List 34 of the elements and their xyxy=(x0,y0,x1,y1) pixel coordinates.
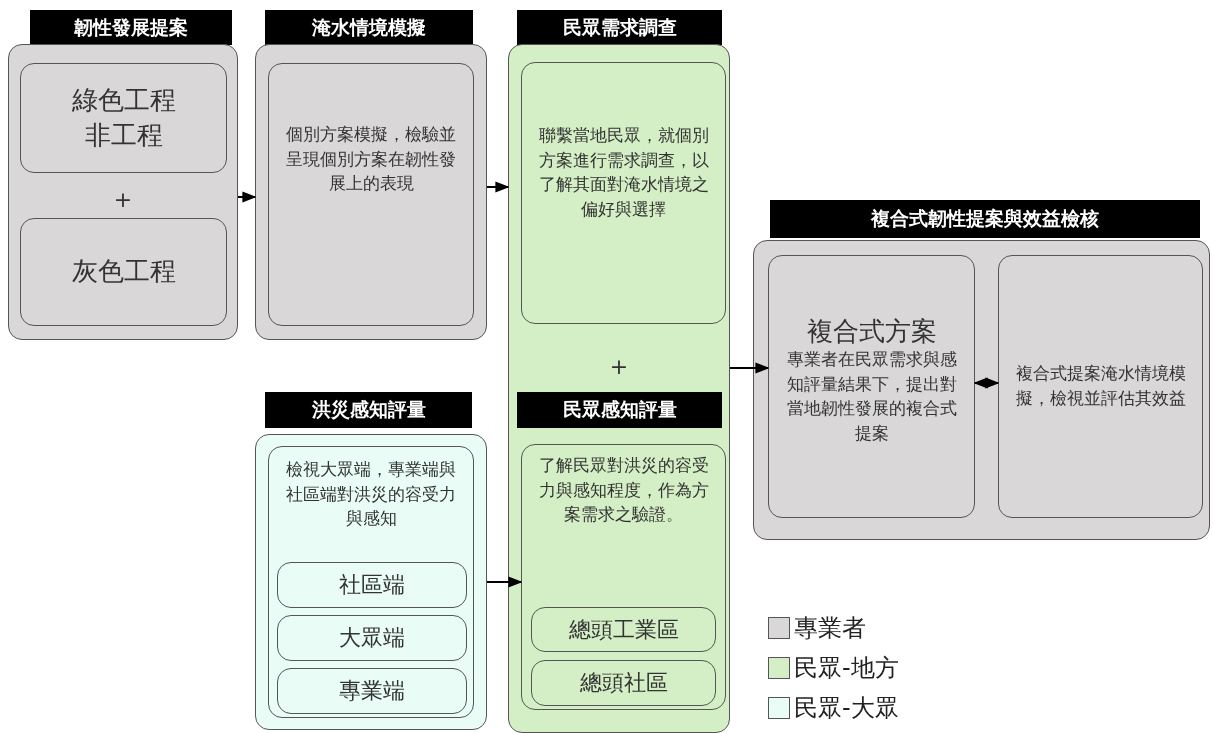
arrow xyxy=(486,181,510,193)
legend-label: 民眾-地方 xyxy=(794,653,899,684)
content-box: 複合式提案淹水情境模擬，檢視並評估其效益 xyxy=(998,255,1203,518)
section-header: 洪災感知評量 xyxy=(265,392,472,428)
box-label: 灰色工程 xyxy=(71,255,176,289)
box-label: 綠色工程 xyxy=(71,83,176,117)
box-label: 非工程 xyxy=(84,119,163,152)
box-title: 複合式方案 xyxy=(806,316,937,348)
section-header: 民眾感知評量 xyxy=(517,392,722,428)
content-box xyxy=(20,63,227,173)
content-box: 檢視大眾端，專業端與社區端對洪災的容受力與感知 社區端 大眾端 專業端 xyxy=(268,446,474,718)
legend-label: 民眾-大眾 xyxy=(794,693,899,724)
section-header: 民眾需求調查 xyxy=(517,10,722,45)
section-header: 複合式韌性提案與效益檢核 xyxy=(770,200,1200,238)
content-box xyxy=(20,218,227,326)
option-box: 專業端 xyxy=(277,668,467,714)
option-box: 總頭工業區 xyxy=(531,607,716,652)
legend-label: 專業者 xyxy=(794,613,866,644)
arrow xyxy=(973,377,1000,389)
content-box xyxy=(768,255,975,518)
option-box: 社區端 xyxy=(277,562,467,608)
arrow xyxy=(729,362,770,374)
plus-sign: + xyxy=(112,187,134,212)
option-box: 大眾端 xyxy=(277,615,467,661)
content-box: 聯繫當地民眾，就個別方案進行需求調查，以了解其面對淹水情境之偏好與選擇 xyxy=(521,62,726,324)
section-header: 淹水情境模擬 xyxy=(265,10,473,45)
plus-sign: + xyxy=(608,354,630,379)
description-text: 專業者在民眾需求與感知評量結果下，提出對當地韌性發展的複合式提案 xyxy=(785,348,958,446)
description-text: 了解民眾對洪災的容受力與感知程度，作為方案需求之驗證。 xyxy=(537,454,710,527)
section-header: 韌性發展提案 xyxy=(30,10,232,45)
arrow xyxy=(237,191,257,203)
option-box: 總頭社區 xyxy=(531,660,716,706)
content-box: 個別方案模擬，檢驗並呈現個別方案在韌性發展上的表現 xyxy=(268,63,474,326)
arrow xyxy=(486,576,523,588)
